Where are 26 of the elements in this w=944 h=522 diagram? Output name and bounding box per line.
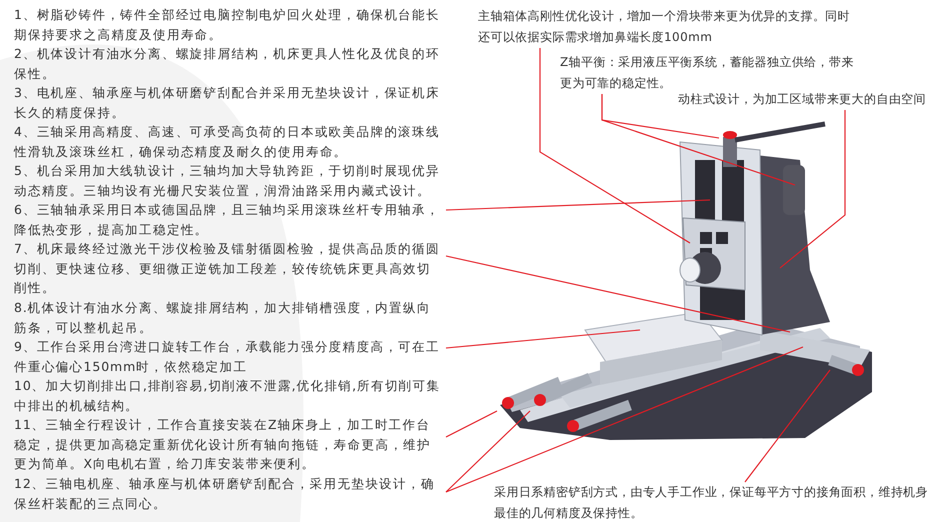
feature-note: 9、工作台采用台湾进口旋转工作台，承载能力强分度精度高，可在工件重心偏心150mm时，依然稳定加工	[14, 338, 441, 376]
leader-line	[446, 329, 640, 349]
callout-text: 动柱式设计，为加工区域带来更大的自由空间	[678, 91, 927, 108]
feature-note: 1、树脂砂铸件，铸件全部经过电脑控制电炉回火处理，确保机台能长期保持要求之高精度及使用寿命。	[14, 6, 441, 44]
leader-line	[744, 370, 830, 482]
callout-text: 主轴箱体高刚性优化设计，增加一个滑块带来更为优异的支撑。同时还可以依据实际需求增加鼻端长度100mm	[478, 8, 850, 46]
feature-note: 2、机体设计有油水分离、螺旋排屑结构，机床更具人性化及优良的环保性。	[14, 45, 441, 82]
feature-note: 3、电机座、轴承座与机体研磨铲刮配合并采用无垫块设计，保证机床长久的精度保持。	[14, 84, 441, 122]
leader-line	[539, 48, 690, 244]
feature-note: 11、三轴全行程设计，工作合直接安装在Z轴床身上，加工时工作台稳定，提供更加高稳定重新优化设计所有轴向拖链，寿命更高，维护更为简单。X向电机右置，给刀库安装带来便利。	[14, 416, 432, 473]
leader-line	[780, 110, 846, 268]
callout-text: Z轴平衡：采用液压平衡系统，蓄能器独立供给，带来更为可靠的稳定性。	[560, 54, 855, 92]
feature-note: 6、三轴轴承采用日本或德国品牌，且三轴均采用滚珠丝杆专用轴承，降低热变形，提高加工稳定性。	[14, 201, 441, 238]
leader-line	[446, 410, 498, 438]
callout-text: 采用日系精密铲刮方式，由专人手工作业，保证每平方寸的接角面积，维持机身最佳的几何精度及保持性。	[494, 484, 929, 522]
leader-line	[446, 199, 710, 211]
leader-line	[446, 255, 790, 333]
leader-line	[601, 94, 796, 186]
feature-note: 10、加大切削排出口,排削容易,切削液不泄露,优化排销,所有切削可集中排出的机械结构。	[14, 377, 442, 414]
feature-note: 5、机台采用加大线轨设计，三轴均加大导轨跨距，于切削时展现优异动态精度。三轴均设有光栅尺安装位置，润滑油路采用内藏式设计。	[14, 162, 441, 200]
feature-note: 12、三轴电机座、轴承座与机体研磨铲刮配合，采用无垫块设计，确保丝杆装配的三点同心。	[14, 475, 436, 512]
leader-line	[446, 346, 804, 492]
leader-line	[446, 410, 530, 492]
feature-note: 7、机床最终经过激光干涉仪检验及镭射循圆检验，提供高品质的循圆切削、更快速位移、更细微正逆铣加工段差，较传统铣床更具高效切削性。	[14, 240, 441, 297]
feature-note: 4、三轴采用高精度、高速、可承受高负荷的日本或欧美品牌的滚珠线性滑轨及滚珠丝杠，确保动态精度及耐久的使用寿命。	[14, 123, 441, 160]
feature-note: 8.机体设计有油水分离、螺旋排屑结构，加大排销槽强度，内置纵向筋条，可以整机起吊。	[14, 299, 432, 336]
